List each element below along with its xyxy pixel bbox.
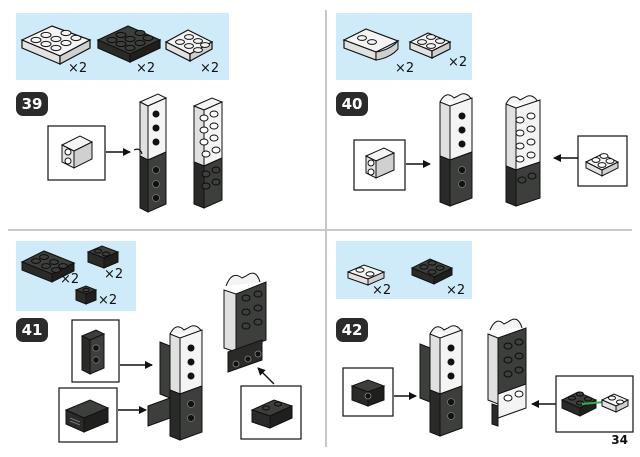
qty-label: ×2 <box>448 55 467 70</box>
page-number: 34 <box>611 433 628 447</box>
black-plate-2x2-icon <box>410 258 454 285</box>
white-plate-2x2-icon <box>584 153 620 177</box>
step-39: ×2 ×2 ×2 39 <box>16 13 229 213</box>
white-clip-plate-icon <box>364 147 396 179</box>
step-number: 40 <box>342 95 363 113</box>
qty-label: ×2 <box>104 267 123 282</box>
qty-label: ×2 <box>136 61 155 76</box>
assembly-right-40 <box>505 95 541 207</box>
white-clip-plate-icon <box>60 135 94 169</box>
assembly-right-39 <box>192 97 224 209</box>
assembly-left-39 <box>133 93 168 213</box>
step-number-badge <box>336 318 368 342</box>
black-brick-2x2-icon <box>86 245 120 269</box>
assembly-right-42 <box>487 318 527 427</box>
qty-label: ×2 <box>68 61 87 76</box>
step-40: ×2 ×2 40 <box>336 13 628 207</box>
assembly-left-42 <box>419 325 463 437</box>
black-plate-2x3-icon <box>20 250 76 283</box>
step-number-badge <box>16 92 48 116</box>
white-plate-2x3-icon <box>164 29 214 63</box>
black-brick-1x1-icon <box>74 285 98 305</box>
white-plate-2x2-icon <box>408 32 452 59</box>
qty-label: ×2 <box>98 293 117 308</box>
black-brick-2x2-icon <box>64 399 110 433</box>
qty-label: ×2 <box>200 61 219 76</box>
black-plate-2x2-icon <box>350 379 386 407</box>
step-number-badge <box>16 318 48 342</box>
black-plate-2x3-icon <box>80 329 106 375</box>
step-42: ×2 ×2 42 <box>336 241 634 437</box>
white-plate-1x2-icon <box>346 264 386 286</box>
step-number-badge <box>336 92 368 116</box>
step-number: 41 <box>22 321 43 339</box>
assembly-left-41 <box>147 325 203 441</box>
step-41: ×2 ×2 ×2 41 <box>16 241 302 443</box>
black-brick-1x1-icon <box>250 399 294 429</box>
attach-arrow <box>257 367 275 385</box>
step-number: 39 <box>22 95 43 113</box>
assembly-left-40 <box>439 93 473 207</box>
assembly-right-41 <box>223 272 267 373</box>
step-number: 42 <box>342 321 363 339</box>
qty-label: ×2 <box>446 283 465 298</box>
qty-label: ×2 <box>60 272 79 287</box>
connection-highlight <box>581 401 605 405</box>
qty-label: ×2 <box>372 283 391 298</box>
black-plate-2x4-icon <box>96 25 162 63</box>
white-plate-1x2-icon <box>600 393 630 413</box>
qty-label: ×2 <box>395 61 414 76</box>
white-plate-2x4-icon <box>20 25 92 65</box>
white-clip-plate-icon <box>342 28 400 61</box>
